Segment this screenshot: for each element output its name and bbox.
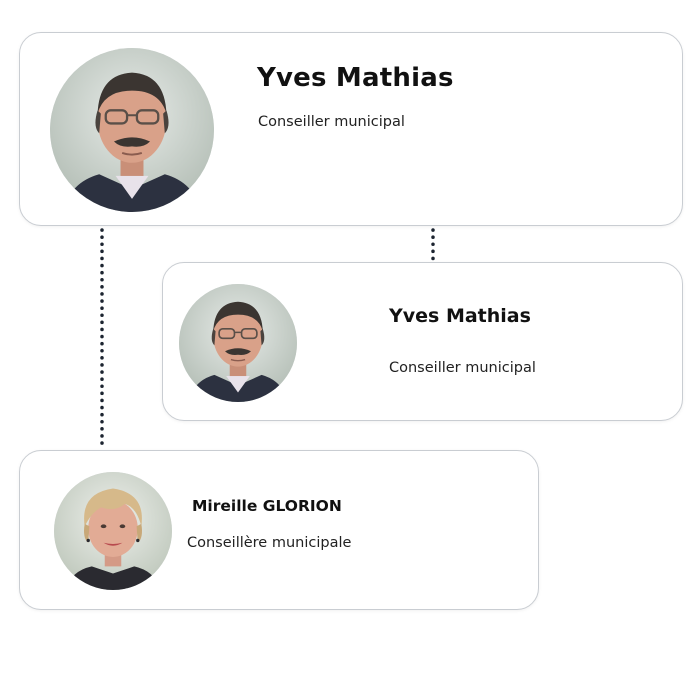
member-name: Mireille GLORION [192, 497, 342, 515]
member-role: Conseillère municipale [187, 535, 352, 551]
member-name: Yves Mathias [389, 305, 531, 327]
portrait-man-icon [50, 48, 214, 212]
member-card-mireille-glorion[interactable]: Mireille GLORION Conseillère municipale [19, 450, 539, 610]
avatar-yves-mathias [50, 48, 214, 212]
dotted-connector-right [431, 228, 435, 262]
dotted-connector-left [100, 228, 104, 450]
member-role: Conseiller municipal [389, 360, 536, 376]
member-card-yves-mathias[interactable]: Yves Mathias Conseiller municipal [162, 262, 683, 421]
member-card-yves-mathias-top[interactable]: Yves Mathias Conseiller municipal [19, 32, 683, 226]
avatar-yves-mathias [179, 284, 297, 402]
avatar-mireille-glorion [54, 472, 172, 590]
portrait-woman-icon [54, 472, 172, 590]
member-role: Conseiller municipal [258, 114, 405, 130]
portrait-man-icon [179, 284, 297, 402]
member-name: Yves Mathias [257, 63, 454, 93]
